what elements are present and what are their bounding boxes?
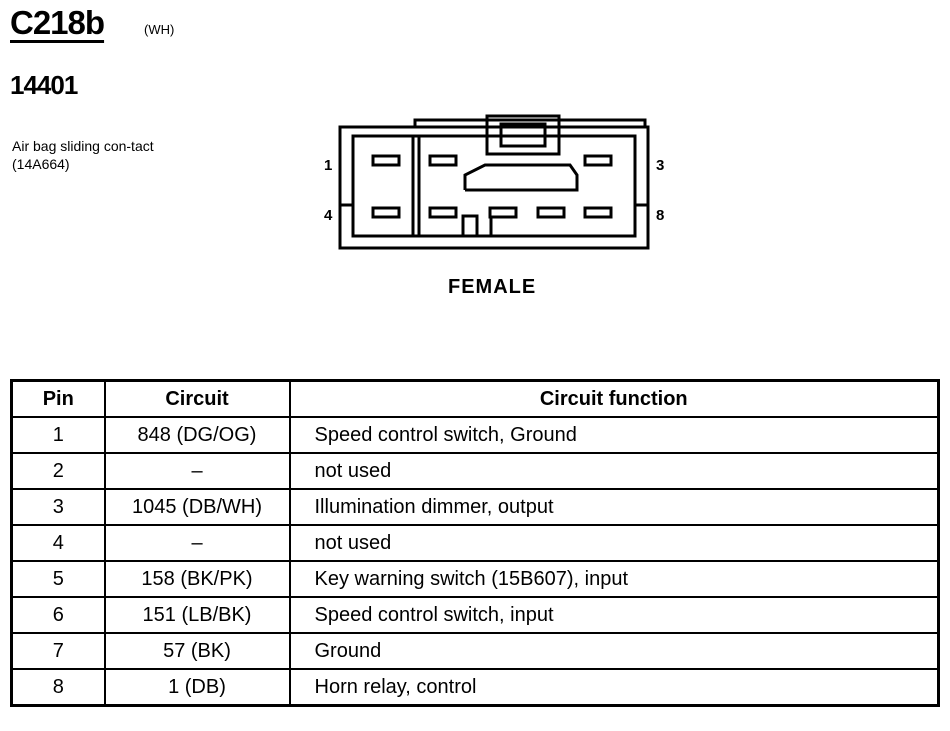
table-row: 1 848 (DG/OG) Speed control switch, Grou… xyxy=(10,416,940,454)
function-cell: Key warning switch (15B607), input xyxy=(288,560,940,598)
circuit-cell: 848 (DG/OG) xyxy=(103,416,291,454)
table-row: 7 57 (BK) Ground xyxy=(10,632,940,670)
pin-label-8: 8 xyxy=(656,207,664,224)
polarizing-key xyxy=(461,214,479,238)
connector-housing xyxy=(338,125,650,250)
latch-rail xyxy=(413,118,647,127)
pin-cell: 3 xyxy=(10,488,106,526)
circuit-cell: 158 (BK/PK) xyxy=(103,560,291,598)
table-row: 4 – not used xyxy=(10,524,940,562)
header-circuit-function: Circuit function xyxy=(288,379,940,418)
pin-cell: 2 xyxy=(10,452,106,490)
pin-cell: 4 xyxy=(10,524,106,562)
pin-cell: 6 xyxy=(10,596,106,634)
pin-cavity-4 xyxy=(371,206,401,219)
table-row: 2 – not used xyxy=(10,452,940,490)
function-cell: Horn relay, control xyxy=(288,668,940,707)
center-key xyxy=(463,163,579,192)
pin-cavity-6 xyxy=(488,206,518,219)
table-row: 8 1 (DB) Horn relay, control xyxy=(10,668,940,707)
function-cell: Illumination dimmer, output xyxy=(288,488,940,526)
connector-id: C218b xyxy=(10,4,105,41)
circuit-cell: 57 (BK) xyxy=(103,632,291,670)
pin-cavity-2 xyxy=(428,154,458,167)
header-circuit: Circuit xyxy=(103,379,291,418)
table-row: 3 1045 (DB/WH) Illumination dimmer, outp… xyxy=(10,488,940,526)
connector-color: (WH) xyxy=(144,22,175,37)
header-pin: Pin xyxy=(10,379,106,418)
table-header-row: Pin Circuit Circuit function xyxy=(10,379,940,418)
pin-label-3: 3 xyxy=(656,157,664,174)
function-cell: Speed control switch, Ground xyxy=(288,416,940,454)
connector-face-diagram: 1 3 4 8 xyxy=(324,114,664,250)
pin-cavity-7 xyxy=(536,206,566,219)
pin-cell: 5 xyxy=(10,560,106,598)
connector-gender: FEMALE xyxy=(448,276,537,298)
component-description: Air bag sliding con-tact (14A664) xyxy=(12,138,154,172)
function-cell: not used xyxy=(288,524,940,562)
inner-frame xyxy=(351,134,637,238)
circuit-cell: 151 (LB/BK) xyxy=(103,596,291,634)
circuit-cell: 1 (DB) xyxy=(103,668,291,707)
pin-label-1: 1 xyxy=(324,157,332,174)
pin-cavities xyxy=(371,154,613,219)
table-row: 5 158 (BK/PK) Key warning switch (15B607… xyxy=(10,560,940,598)
pin-cavity-8 xyxy=(583,206,613,219)
function-cell: not used xyxy=(288,452,940,490)
part-number: 14401 xyxy=(10,70,78,100)
pin-cavity-3 xyxy=(583,154,613,167)
table-row: 6 151 (LB/BK) Speed control switch, inpu… xyxy=(10,596,940,634)
pin-cell: 7 xyxy=(10,632,106,670)
circuit-cell: – xyxy=(103,452,291,490)
pin-cavity-1 xyxy=(371,154,401,167)
circuit-cell: 1045 (DB/WH) xyxy=(103,488,291,526)
pin-cell: 8 xyxy=(10,668,106,707)
pin-cavity-5 xyxy=(428,206,458,219)
function-cell: Speed control switch, input xyxy=(288,596,940,634)
function-cell: Ground xyxy=(288,632,940,670)
circuit-cell: – xyxy=(103,524,291,562)
pin-label-4: 4 xyxy=(324,207,333,224)
pinout-table: Pin Circuit Circuit function 1 848 (DG/O… xyxy=(10,379,940,707)
pin-cell: 1 xyxy=(10,416,106,454)
